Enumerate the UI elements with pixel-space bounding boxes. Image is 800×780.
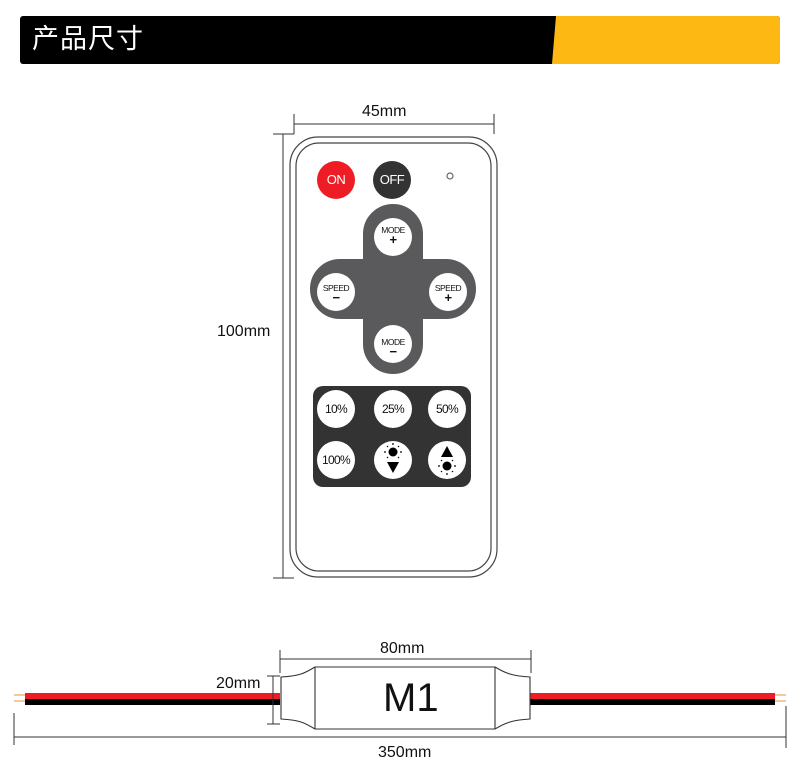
speed-plus-label: SPEED (434, 283, 462, 293)
off-button-shape (373, 161, 411, 199)
brightness-down-button[interactable] (374, 441, 412, 479)
left-red-wire (25, 693, 280, 699)
brightness-10-button[interactable]: 10% (325, 402, 348, 416)
brightness-up-icon (438, 446, 456, 475)
right-black-wire (530, 699, 775, 705)
left-black-wire (25, 699, 280, 705)
header-background (20, 16, 780, 64)
controller-model-label: M1 (383, 676, 439, 720)
remote-width-label: 45mm (362, 103, 407, 120)
brightness-up-button[interactable] (428, 441, 466, 479)
brightness-50-button[interactable]: 50% (436, 402, 459, 416)
brightness-down-icon (384, 443, 402, 473)
on-button-shape (317, 161, 355, 199)
minus-icon: − (389, 344, 397, 359)
brightness-25-button[interactable]: 25% (382, 402, 405, 416)
controller-diagram (13, 650, 787, 748)
brightness-100-button[interactable]: 100% (322, 453, 351, 467)
remote-diagram (273, 114, 498, 579)
mode-plus-label: MODE (381, 225, 405, 235)
controller-length-label: 80mm (380, 640, 425, 657)
body-length-dimension-line (279, 650, 532, 673)
height-dimension-line (273, 133, 294, 579)
height-dimension-line (267, 675, 280, 725)
speed-minus-button[interactable]: SPEED − (317, 283, 355, 305)
speed-minus-label: SPEED (322, 283, 350, 293)
on-button[interactable]: ON (326, 172, 346, 187)
plus-icon: + (444, 290, 452, 305)
mode-minus-label: MODE (381, 337, 405, 347)
page-title: 产品尺寸 (32, 24, 144, 55)
minus-icon: − (332, 290, 340, 305)
width-dimension-line (293, 114, 495, 134)
plus-icon: + (389, 232, 397, 247)
led-indicator-icon (446, 172, 454, 180)
total-length-label: 350mm (378, 744, 432, 761)
speed-plus-button[interactable]: SPEED + (429, 283, 467, 305)
section-header: 产品尺寸 (20, 16, 780, 64)
mode-minus-button[interactable]: MODE − (374, 337, 412, 359)
off-button[interactable]: OFF (379, 172, 405, 187)
remote-body-inner (295, 142, 492, 572)
total-length-dimension-line (13, 706, 787, 748)
controller-height-label: 20mm (216, 675, 261, 692)
remote-height-label: 100mm (217, 323, 271, 340)
controller-body (280, 666, 531, 730)
right-red-wire (530, 693, 775, 699)
direction-pad-shape (310, 204, 476, 374)
mode-plus-button[interactable]: MODE + (374, 225, 412, 247)
